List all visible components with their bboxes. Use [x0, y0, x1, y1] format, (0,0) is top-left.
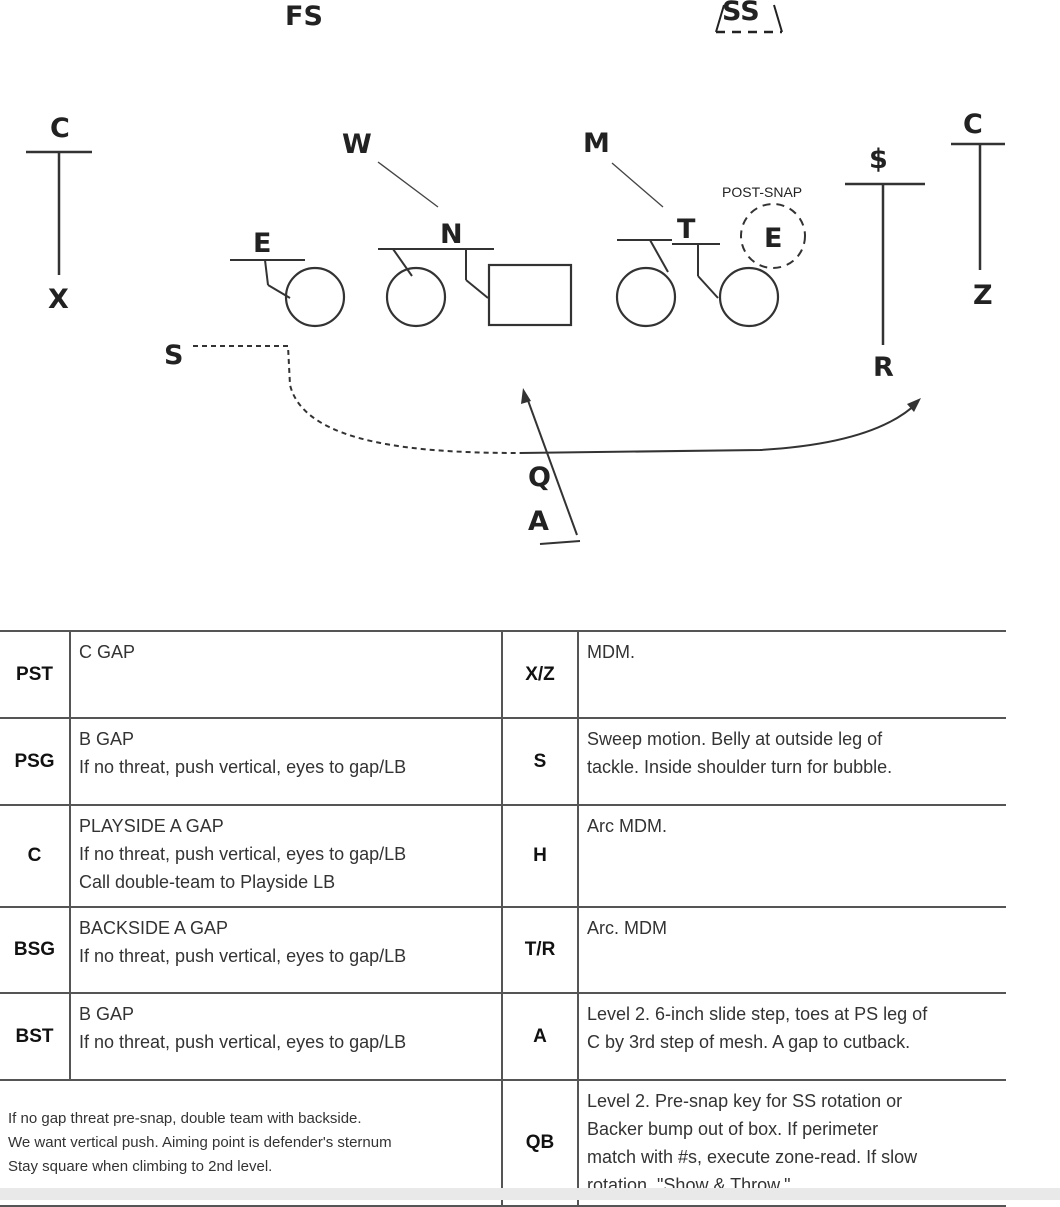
fs-label: FS [285, 1, 323, 32]
assignment-text: B GAP If no threat, push vertical, eyes … [70, 992, 502, 1081]
e-left-label: E [253, 228, 271, 259]
post-snap-label: POST-SNAP [722, 184, 802, 200]
position-code: PSG [0, 717, 71, 806]
n-nose-label: N [440, 219, 463, 250]
q-label: Q [528, 462, 551, 493]
assignment-text: BACKSIDE A GAP If no threat, push vertic… [70, 906, 502, 994]
m-linebacker-label: M [583, 128, 610, 159]
x-receiver-label: X [48, 284, 69, 315]
assignment-text: Arc MDM. [578, 804, 1006, 908]
ss-label: SS [722, 0, 760, 27]
assignment-text: Arc. MDM [578, 906, 1006, 994]
position-code: S [501, 717, 579, 806]
table-row: PSG B GAP If no threat, push vertical, e… [0, 717, 1006, 806]
a-arrow-head [521, 388, 531, 404]
assignment-text: Sweep motion. Belly at outside leg of ta… [578, 717, 1006, 806]
line-note: If no gap threat pre-snap, double team w… [0, 1079, 502, 1207]
assignment-table: PST C GAP X/Z MDM. PSG B GAP If no threa… [0, 630, 1006, 1207]
z-receiver-label: Z [973, 280, 993, 311]
ss-marker: SS [715, 0, 783, 34]
sweep-arrow-head [907, 398, 921, 412]
position-code: PST [0, 630, 71, 719]
post-snap-e-label: E [764, 223, 782, 254]
position-code: X/Z [501, 630, 579, 719]
offensive-guard-right [615, 266, 677, 328]
position-code: C [0, 804, 71, 908]
m-pointer [611, 162, 664, 208]
position-code: A [501, 992, 579, 1081]
assignment-text: Level 2. 6-inch slide step, toes at PS l… [578, 992, 1006, 1081]
w-linebacker-label: W [342, 129, 372, 160]
t-tackle-label: T [677, 214, 696, 245]
r-receiver-label: R [873, 352, 894, 383]
assignment-text: B GAP If no threat, push vertical, eyes … [70, 717, 502, 806]
qb-drop [539, 540, 581, 545]
position-code: H [501, 804, 579, 908]
post-snap-e-circle [740, 203, 806, 269]
dollar-defender-label: $ [869, 144, 888, 175]
a-label: A [528, 506, 549, 537]
position-code: BST [0, 992, 71, 1081]
bottom-edge [0, 1188, 1060, 1200]
play-diagram: FS SS C X W M $ R C Z E N T POST-SNAP E [26, 0, 1005, 545]
offensive-tackle-right [718, 266, 780, 328]
qb-position-code: QB [501, 1079, 579, 1207]
table-row: If no gap threat pre-snap, double team w… [0, 1079, 1006, 1207]
offensive-guard-left [385, 266, 447, 328]
w-pointer [377, 161, 439, 208]
position-code: T/R [501, 906, 579, 994]
s-motion-label: S [164, 340, 183, 371]
a-path [525, 394, 578, 536]
table-row: PST C GAP X/Z MDM. [0, 630, 1006, 719]
position-code: BSG [0, 906, 71, 994]
assignment-text: PLAYSIDE A GAP If no threat, push vertic… [70, 804, 502, 908]
table-row: BST B GAP If no threat, push vertical, e… [0, 992, 1006, 1081]
qb-assignment-text: Level 2. Pre-snap key for SS rotation or… [578, 1079, 1006, 1207]
assignment-text: C GAP [70, 630, 502, 719]
table-row: BSG BACKSIDE A GAP If no threat, push ve… [0, 906, 1006, 994]
corner-left-label: C [50, 113, 70, 144]
center-square [487, 263, 573, 327]
assignment-text: MDM. [578, 630, 1006, 719]
table-row: C PLAYSIDE A GAP If no threat, push vert… [0, 804, 1006, 908]
corner-right-label: C [963, 109, 983, 140]
sweep-motion-path [193, 345, 521, 454]
offensive-tackle-left [284, 266, 346, 328]
sweep-path-solid [519, 401, 919, 454]
